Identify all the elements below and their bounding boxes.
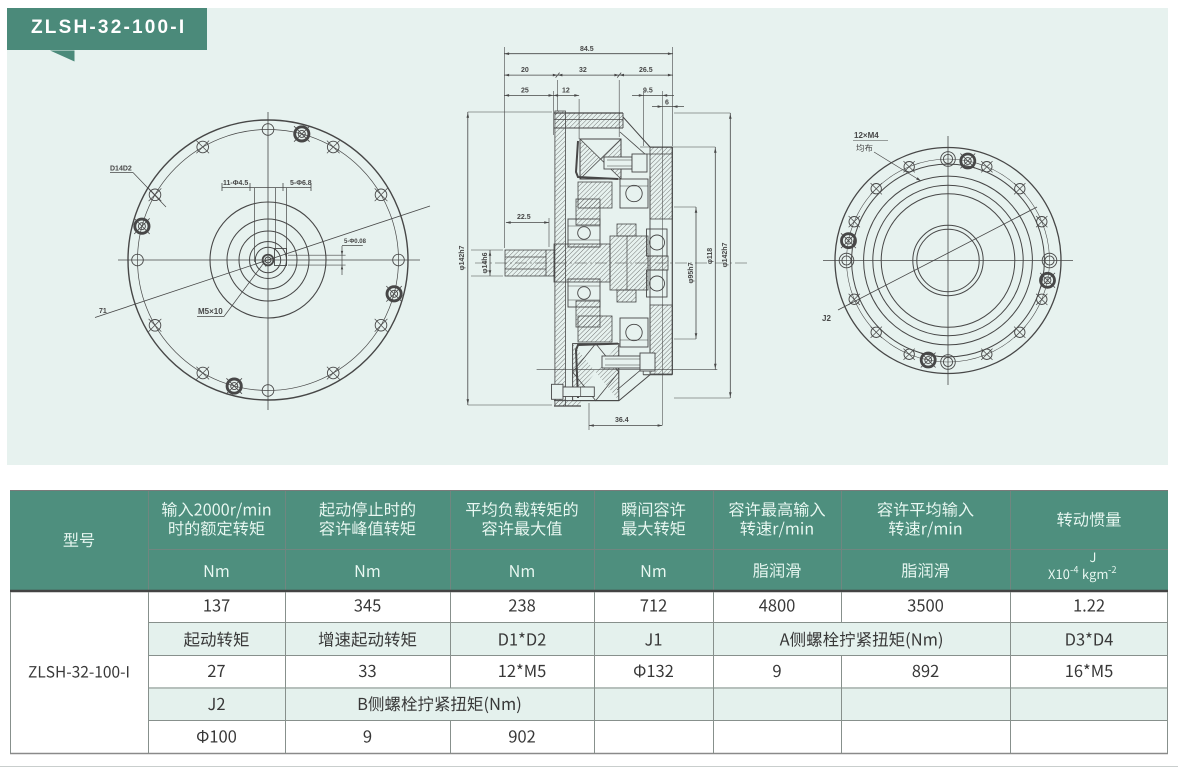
svg-text:φ142h7: φ142h7 <box>722 242 729 267</box>
svg-text:6: 6 <box>665 100 669 107</box>
svg-text:5-Φ0.08: 5-Φ0.08 <box>344 239 367 245</box>
svg-text:12×M4: 12×M4 <box>854 131 879 140</box>
svg-text:J2: J2 <box>822 314 831 323</box>
svg-text:φ14h6: φ14h6 <box>482 252 489 273</box>
svg-text:36.4: 36.4 <box>615 417 629 424</box>
svg-text:12: 12 <box>562 88 570 95</box>
svg-text:φ95h7: φ95h7 <box>688 262 695 283</box>
svg-text:5-Φ6.8: 5-Φ6.8 <box>290 180 312 187</box>
svg-text:D14D2: D14D2 <box>110 166 132 173</box>
svg-text:26.5: 26.5 <box>639 67 653 74</box>
svg-text:22.5: 22.5 <box>517 214 531 221</box>
svg-text:32: 32 <box>579 67 587 74</box>
svg-text:25: 25 <box>521 88 529 95</box>
svg-text:71: 71 <box>99 308 107 315</box>
svg-text:9.5: 9.5 <box>643 88 653 95</box>
svg-text:φ118: φ118 <box>707 248 714 264</box>
svg-text:11-Φ4.5: 11-Φ4.5 <box>223 180 248 187</box>
svg-text:84.5: 84.5 <box>580 46 594 53</box>
svg-text:20: 20 <box>521 67 529 74</box>
svg-text:M5×10: M5×10 <box>198 307 223 316</box>
svg-text:φ142h7: φ142h7 <box>459 245 466 270</box>
